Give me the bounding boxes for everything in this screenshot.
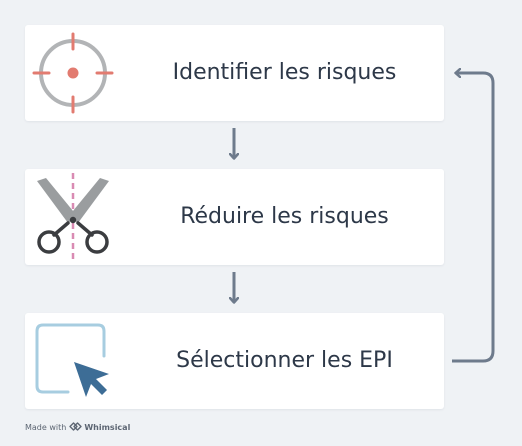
whimsical-brand-label: Whimsical xyxy=(84,422,131,432)
step-label: Sélectionner les EPI xyxy=(176,348,393,373)
step-card-identify-risks[interactable]: Identifier les risques xyxy=(25,25,444,121)
loop-back-arrow xyxy=(452,73,495,363)
made-with-label: Made with xyxy=(25,422,67,432)
step-label: Réduire les risques xyxy=(180,204,389,229)
step-label: Identifier les risques xyxy=(172,60,397,85)
step-card-reduce-risks[interactable]: Réduire les risques xyxy=(25,169,444,265)
whimsical-watermark[interactable]: Made with Whimsical xyxy=(25,420,130,434)
crosshair-target-icon xyxy=(25,25,125,121)
scissors-icon xyxy=(25,169,125,265)
cursor-select-icon xyxy=(25,313,125,409)
whimsical-logo-icon xyxy=(69,421,83,433)
step-card-select-ppe[interactable]: Sélectionner les EPI xyxy=(25,313,444,409)
